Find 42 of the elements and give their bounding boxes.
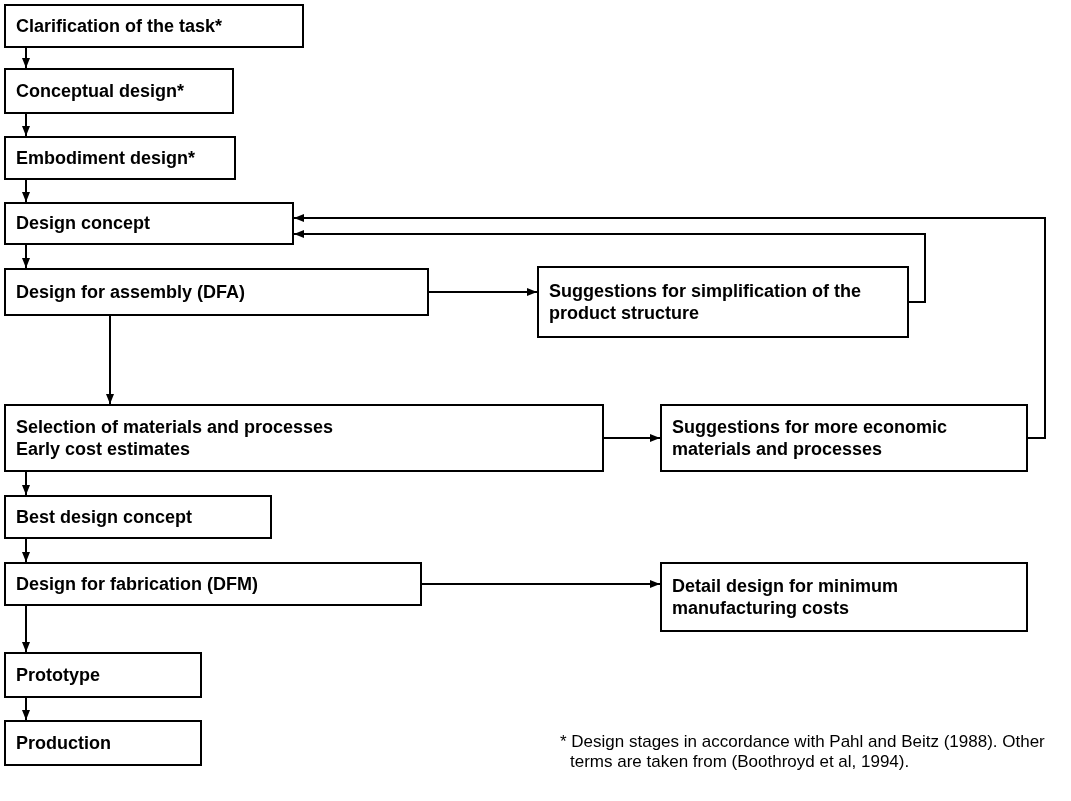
arrow <box>293 214 1046 439</box>
arrow <box>603 434 661 442</box>
process-box <box>537 266 909 338</box>
arrow <box>106 315 114 405</box>
box-label: Clarification of the task* <box>16 14 224 38</box>
box-label: Embodiment design* <box>16 146 196 170</box>
box-label: Selection of materials and processes <box>16 415 335 438</box>
arrow <box>22 605 30 653</box>
box-label: Design concept <box>16 212 152 235</box>
arrow <box>22 244 30 269</box>
arrow <box>293 230 926 303</box>
box-label: Design for assembly (DFA) <box>16 280 247 304</box>
box-label: Detail design for minimum manufacturing costs <box>672 574 900 620</box>
process-box <box>4 495 272 539</box>
process-box <box>4 720 202 766</box>
process-box <box>4 652 202 698</box>
box-label: Suggestions for simplification of the product structure <box>549 279 862 325</box>
process-box <box>660 562 1028 632</box>
arrow <box>22 697 30 721</box>
arrow <box>421 580 661 588</box>
box-label: Production <box>16 731 112 755</box>
arrow <box>22 47 30 69</box>
box-label: Design for fabrication (DFM) <box>16 572 259 596</box>
arrow <box>428 288 538 296</box>
process-box <box>660 404 1028 472</box>
box-label: Prototype <box>16 663 101 687</box>
box-label: Best design concept <box>16 505 194 529</box>
arrow <box>22 538 30 563</box>
process-box <box>4 562 422 606</box>
footnote: * Design stages in accordance with Pahl and Beitz (1988). Other terms are taken from (Boothroyd et al, 1994). <box>560 732 1046 773</box>
process-box <box>4 68 234 114</box>
process-box <box>4 404 604 472</box>
process-box <box>4 268 429 316</box>
process-box <box>4 136 236 180</box>
arrow <box>22 179 30 203</box>
arrow <box>22 113 30 137</box>
arrow <box>22 471 30 496</box>
box-label: Conceptual design* <box>16 79 186 103</box>
process-box <box>4 202 294 245</box>
box-label: Early cost estimates <box>16 438 192 461</box>
box-label: Suggestions for more economic materials and processes <box>672 415 949 461</box>
process-box <box>4 4 304 48</box>
